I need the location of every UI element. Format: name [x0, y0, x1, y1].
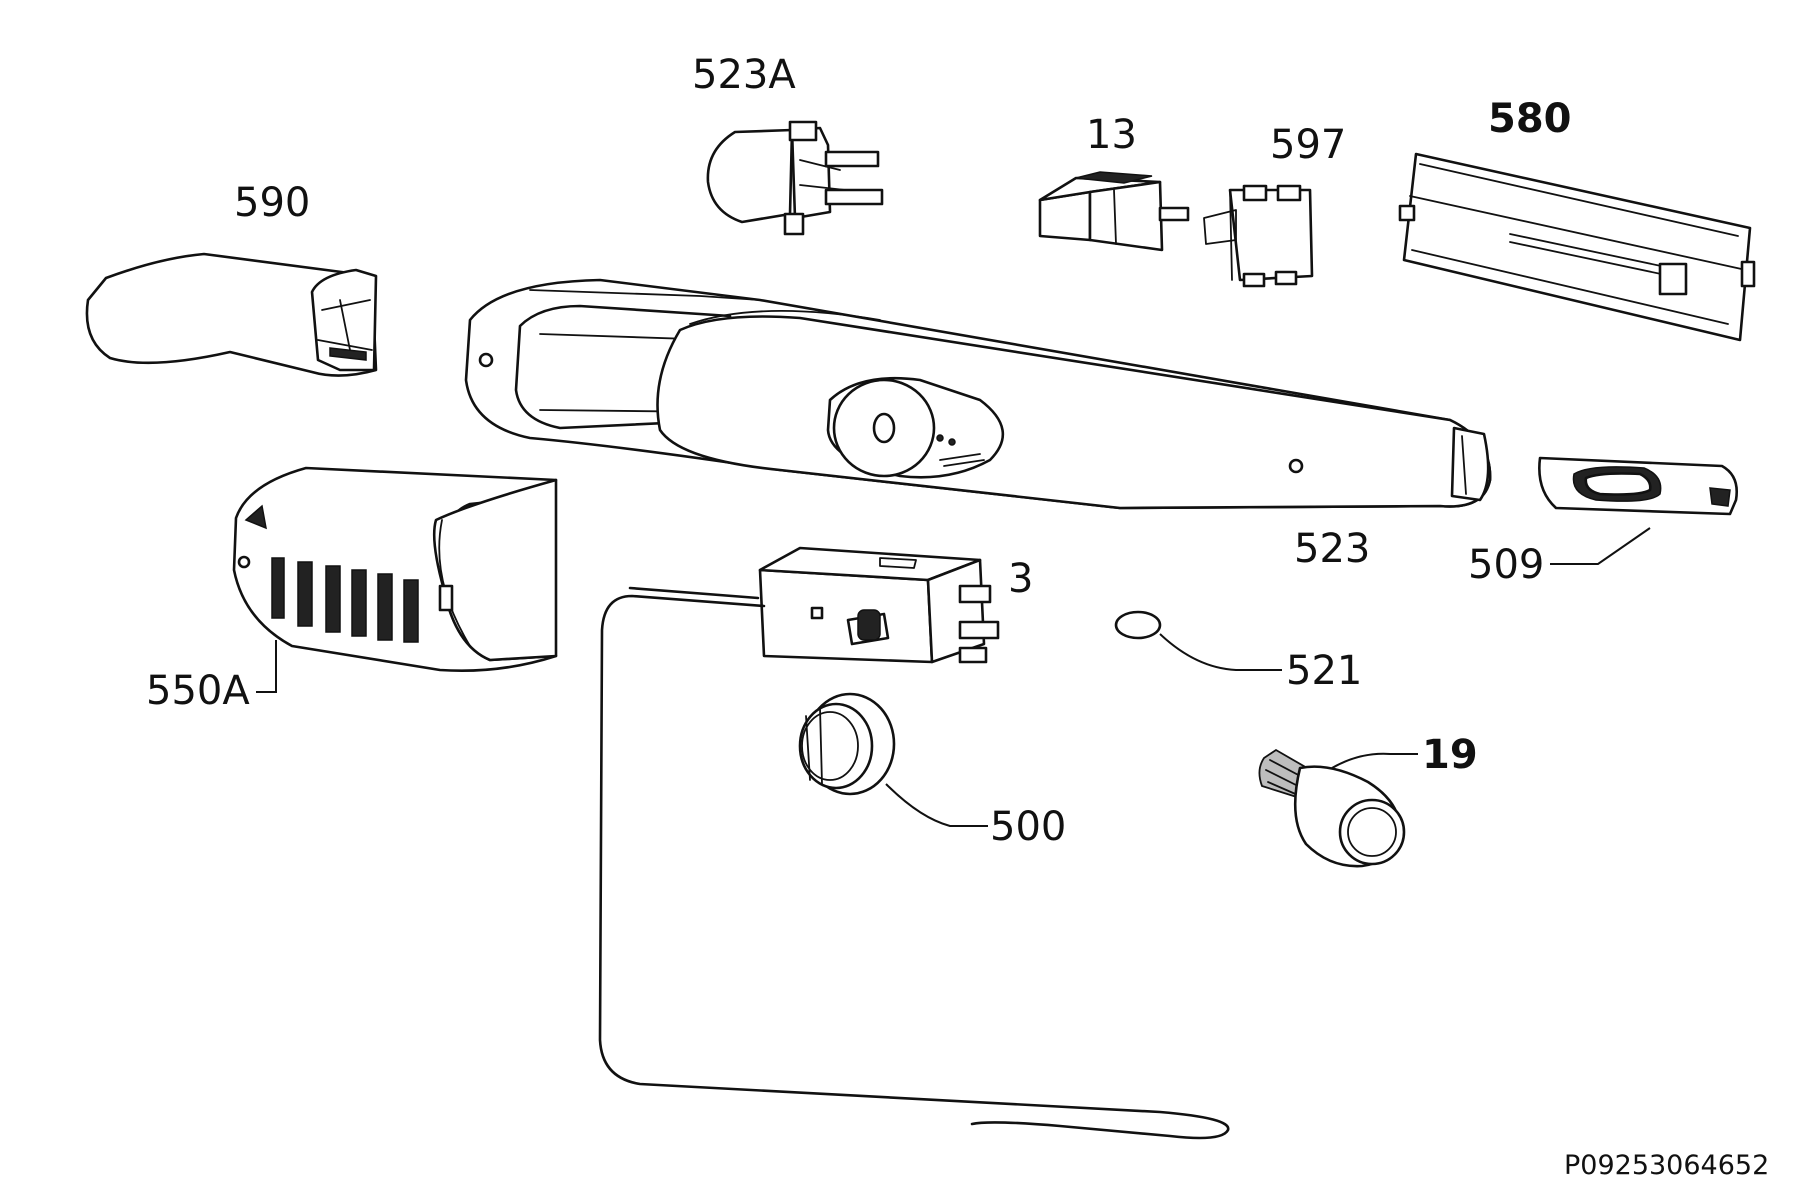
- part-580-cover-plate[interactable]: [1398, 152, 1756, 342]
- part-550a-vented-cover[interactable]: [232, 466, 558, 673]
- label-523: 523: [1294, 526, 1370, 572]
- label-523a: 523A: [692, 52, 796, 98]
- leader-509: [1550, 527, 1651, 565]
- drawing-reference: P09253064652: [1564, 1150, 1769, 1181]
- leader-lines: [256, 527, 1651, 827]
- label-3: 3: [1008, 556, 1033, 602]
- part-500-knob-ring[interactable]: [798, 692, 896, 796]
- capillary-tube: [598, 586, 1230, 1140]
- label-550a: 550A: [146, 668, 250, 714]
- leader-550a: [256, 640, 277, 693]
- label-13: 13: [1086, 112, 1137, 158]
- part-523a-lamp-holder[interactable]: [706, 120, 884, 236]
- leader-500: [885, 783, 988, 827]
- label-590: 590: [234, 180, 310, 226]
- part-13-switch[interactable]: [1038, 171, 1190, 252]
- label-580: 580: [1488, 96, 1572, 142]
- leader-521: [1159, 633, 1282, 671]
- label-521: 521: [1286, 648, 1362, 694]
- part-521-washer[interactable]: [1114, 610, 1162, 640]
- label-19: 19: [1422, 732, 1478, 778]
- label-509: 509: [1468, 542, 1544, 588]
- part-523-lamp-housing[interactable]: [464, 278, 1492, 510]
- label-500: 500: [990, 804, 1066, 850]
- part-590-top-cover[interactable]: [85, 252, 378, 377]
- leader-19: [1331, 752, 1418, 769]
- part-19-bulb[interactable]: [1258, 748, 1406, 868]
- label-597: 597: [1270, 122, 1346, 168]
- part-509-lens-cap[interactable]: [1538, 456, 1738, 516]
- part-3-thermostat[interactable]: [758, 546, 1000, 664]
- part-597-terminal-block[interactable]: [1203, 184, 1314, 288]
